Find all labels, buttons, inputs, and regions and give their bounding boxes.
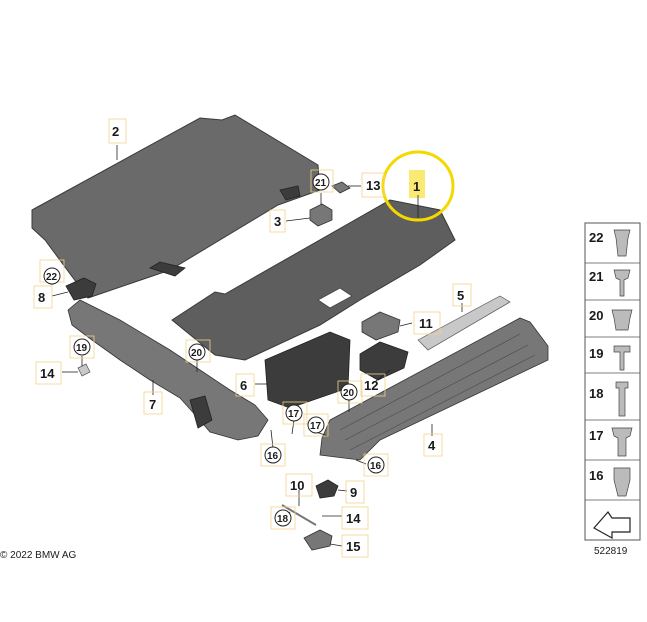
label-5: 5 xyxy=(452,283,472,307)
label-11: 11 xyxy=(413,311,441,335)
part-1-floor-panel[interactable] xyxy=(171,199,456,361)
highlight-ring xyxy=(381,150,455,222)
long-bolt-icon xyxy=(615,381,629,417)
part-15-plate[interactable] xyxy=(303,529,333,551)
svg-text:3: 3 xyxy=(274,214,281,229)
part-13-cap[interactable] xyxy=(331,181,351,194)
legend-row-22: 22 xyxy=(589,229,631,257)
svg-text:7: 7 xyxy=(149,397,156,412)
svg-text:14: 14 xyxy=(40,366,55,381)
svg-text:18: 18 xyxy=(589,386,603,401)
clip-icon xyxy=(613,229,631,257)
part-2-cover-panel[interactable] xyxy=(31,114,321,299)
svg-text:15: 15 xyxy=(346,539,360,554)
label-16a: 16 xyxy=(260,443,286,467)
svg-text:17: 17 xyxy=(288,409,300,420)
svg-text:2: 2 xyxy=(112,124,119,139)
collar-screw-icon xyxy=(611,427,633,457)
legend-row-19: 19 xyxy=(589,345,631,371)
part-12-holder[interactable] xyxy=(359,341,409,381)
svg-text:14: 14 xyxy=(346,511,361,526)
part-4-side-trim[interactable] xyxy=(319,317,549,461)
label-9: 9 xyxy=(345,480,365,504)
svg-text:22: 22 xyxy=(46,272,58,283)
fastener-legend: 22 21 20 19 18 17 16 xyxy=(584,222,641,541)
svg-text:19: 19 xyxy=(589,346,603,361)
svg-text:16: 16 xyxy=(589,468,603,483)
diagram-id: 522819 xyxy=(594,546,628,557)
part-3-bracket[interactable] xyxy=(309,203,333,227)
legend-row-16: 16 xyxy=(589,467,631,497)
part-9-bracket[interactable] xyxy=(315,479,339,499)
svg-text:21: 21 xyxy=(589,269,603,284)
svg-text:20: 20 xyxy=(589,308,603,323)
svg-text:22: 22 xyxy=(589,230,603,245)
svg-text:6: 6 xyxy=(240,378,247,393)
part-10-rod[interactable] xyxy=(281,504,317,526)
part-11-cover[interactable] xyxy=(361,311,401,341)
label-22: 22 xyxy=(39,259,65,285)
label-10: 10 xyxy=(285,473,313,497)
svg-text:16: 16 xyxy=(267,451,279,462)
legend-row-17: 17 xyxy=(589,427,633,457)
label-14b: 14 xyxy=(341,506,369,530)
label-21: 21 xyxy=(310,169,334,193)
label-20a: 20 xyxy=(185,339,211,363)
part-14-clip[interactable] xyxy=(77,363,91,377)
svg-text:12: 12 xyxy=(364,378,378,393)
clip-nut-icon xyxy=(613,467,631,497)
label-16b: 16 xyxy=(363,453,389,477)
highlight-fill xyxy=(409,170,425,198)
svg-text:21: 21 xyxy=(315,178,327,189)
part-8-bracket[interactable] xyxy=(65,277,97,301)
label-19: 19 xyxy=(69,335,95,359)
screw-icon xyxy=(613,269,631,297)
svg-text:19: 19 xyxy=(76,343,88,354)
label-13: 13 xyxy=(361,172,385,198)
svg-text:13: 13 xyxy=(366,178,380,193)
label-8: 8 xyxy=(33,285,53,309)
legend-row-20: 20 xyxy=(589,308,633,331)
copyright-text: © 2022 BMW AG xyxy=(0,550,77,561)
label-15: 15 xyxy=(341,534,369,558)
legend-row-21: 21 xyxy=(589,269,631,297)
label-20b: 20 xyxy=(337,380,363,404)
svg-text:18: 18 xyxy=(277,514,289,525)
svg-text:17: 17 xyxy=(589,428,603,443)
label-2: 2 xyxy=(108,118,127,144)
svg-text:17: 17 xyxy=(310,421,322,432)
svg-text:11: 11 xyxy=(419,316,433,331)
label-3: 3 xyxy=(269,209,286,233)
svg-text:4: 4 xyxy=(428,438,436,453)
bolt-icon xyxy=(613,345,631,371)
label-4: 4 xyxy=(423,433,443,457)
svg-text:8: 8 xyxy=(38,290,45,305)
svg-text:1: 1 xyxy=(413,179,420,194)
part-5-trim-strip[interactable] xyxy=(417,295,511,351)
legend-row-18: 18 xyxy=(589,381,629,417)
label-1: 1 xyxy=(413,179,420,194)
expansion-rivet-icon xyxy=(611,309,633,331)
label-14a: 14 xyxy=(35,361,62,385)
svg-text:5: 5 xyxy=(457,288,464,303)
svg-text:9: 9 xyxy=(350,485,357,500)
label-17a: 17 xyxy=(282,401,308,425)
part-7-side-rail[interactable] xyxy=(67,299,269,441)
label-17b: 17 xyxy=(303,413,329,437)
label-7: 7 xyxy=(143,391,163,415)
svg-text:20: 20 xyxy=(343,388,355,399)
svg-text:10: 10 xyxy=(290,478,304,493)
label-18: 18 xyxy=(270,506,296,530)
label-6: 6 xyxy=(235,373,255,397)
label-12: 12 xyxy=(360,373,386,397)
svg-text:20: 20 xyxy=(191,348,203,359)
arrow-icon xyxy=(593,511,631,540)
svg-text:16: 16 xyxy=(370,461,382,472)
